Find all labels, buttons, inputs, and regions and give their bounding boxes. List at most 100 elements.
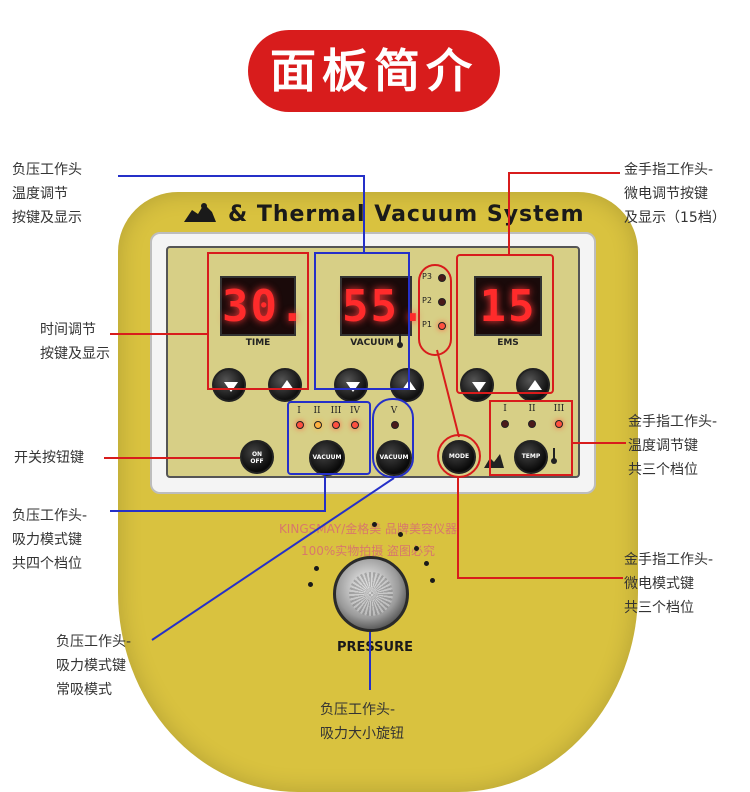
vacuum-temp-down-button[interactable] xyxy=(334,368,368,402)
temp-level-1-led xyxy=(501,420,509,428)
callout-line-gold-temp xyxy=(572,442,626,444)
pressure-dot xyxy=(424,561,429,566)
pressure-dot xyxy=(314,566,319,571)
time-up-button[interactable] xyxy=(268,368,302,402)
callout-text: 负压工作头- xyxy=(56,634,132,650)
p1-label: P1 xyxy=(422,320,432,329)
time-down-button[interactable] xyxy=(212,368,246,402)
callout-gold-temp: 金手指工作头- 温度调节键 共三个档位 xyxy=(628,410,717,482)
callout-text: 按键及显示 xyxy=(12,210,82,226)
callout-line-vacuum-temp xyxy=(363,175,365,253)
vacuum-level-4-label: IV xyxy=(349,406,361,416)
brand-logo-icon xyxy=(184,203,216,222)
callout-line-micro-mode xyxy=(457,476,459,578)
pressure-dot xyxy=(414,546,419,551)
time-highlight xyxy=(207,252,309,390)
callout-text: 共三个档位 xyxy=(628,462,698,478)
callout-vacuum-temp: 负压工作头 温度调节 按键及显示 xyxy=(12,158,82,230)
time-display: 30. xyxy=(220,276,308,336)
pressure-knob-grip xyxy=(349,572,393,616)
callout-text: 开关按钮键 xyxy=(14,450,84,466)
callout-ems: 金手指工作头- 微电调节按键 及显示（15档） xyxy=(624,158,726,230)
callout-text: 时间调节 xyxy=(40,322,96,338)
callout-pressure: 负压工作头- 吸力大小旋钮 xyxy=(320,698,404,746)
thermometer-icon xyxy=(397,334,403,348)
vacuum-mode-highlight xyxy=(287,401,371,475)
callout-text: 负压工作头- xyxy=(320,702,396,718)
watermark-line2: 100%实物拍摄 盗图必究 xyxy=(300,544,436,558)
vacuum-level-2-label: II xyxy=(313,406,321,416)
temp-level-3-label: III xyxy=(553,404,565,414)
p1-led xyxy=(438,322,446,330)
p2-led xyxy=(438,298,446,306)
callout-line-power xyxy=(104,457,240,459)
pressure-dot xyxy=(372,522,377,527)
callout-text: 温度调节 xyxy=(12,186,68,202)
ems-display: 15 xyxy=(474,276,542,336)
vacuum-label: VACUUM xyxy=(350,338,394,348)
callout-vacuum-mode: 负压工作头- 吸力模式键 共四个档位 xyxy=(12,504,87,576)
vacuum-level-2-led xyxy=(314,421,322,429)
callout-micro-mode: 金手指工作头- 微电模式键 共三个档位 xyxy=(624,548,713,620)
ems-label: EMS xyxy=(497,338,519,348)
p-indicator-highlight xyxy=(418,264,452,356)
temp-level-2-led xyxy=(528,420,536,428)
callout-diagonals xyxy=(151,349,460,690)
callout-text: 吸力大小旋钮 xyxy=(320,726,404,742)
ems-highlight xyxy=(456,254,554,394)
power-on-label: ON xyxy=(251,451,263,458)
callout-text: 温度调节键 xyxy=(628,438,698,454)
temp-level-3-led xyxy=(555,420,563,428)
callout-line-ems xyxy=(508,172,620,174)
vacuum-level-1-label: I xyxy=(297,406,301,416)
time-value: 30. xyxy=(222,281,308,332)
power-off-label: OFF xyxy=(250,458,264,465)
vacuum-temp-highlight xyxy=(314,252,410,390)
callout-text: 吸力模式键 xyxy=(12,532,82,548)
callout-line-vacuum-mode xyxy=(324,476,326,512)
callout-line-p-to-mode xyxy=(436,349,460,438)
vacuum-constant-led xyxy=(391,421,399,429)
callout-text: 共三个档位 xyxy=(624,600,694,616)
callout-text: 按键及显示 xyxy=(40,346,110,362)
vacuum-display: 55. xyxy=(340,276,425,336)
ems-value: 15 xyxy=(479,281,537,332)
vacuum-level-1-led xyxy=(296,421,304,429)
callout-line-vacuum-temp xyxy=(118,175,364,177)
temp-button[interactable]: TEMP xyxy=(514,440,548,474)
callout-text: 金手指工作头- xyxy=(624,162,714,178)
brand-name: & Thermal Vacuum System xyxy=(228,202,585,227)
page-title: 面板简介 xyxy=(248,30,500,112)
callout-text: 金手指工作头- xyxy=(628,414,718,430)
temp-thermometer-icon xyxy=(551,448,557,464)
vacuum-level-3-label: III xyxy=(330,406,342,416)
callout-text: 微电模式键 xyxy=(624,576,694,592)
pressure-dot xyxy=(430,578,435,583)
callout-text: 共四个档位 xyxy=(12,556,82,572)
vacuum-constant-highlight xyxy=(372,398,414,478)
callout-text: 负压工作头 xyxy=(12,162,82,178)
callout-line-micro-mode xyxy=(457,577,623,579)
temp-level-1-label: I xyxy=(503,404,507,414)
vacuum-mode-button[interactable]: VACUUM xyxy=(309,440,345,476)
pressure-dot xyxy=(398,532,403,537)
callout-line-vacuum-mode xyxy=(110,510,326,512)
callout-text: 吸力模式键 xyxy=(56,658,126,674)
temp-level-2-label: II xyxy=(528,404,536,414)
ems-down-button[interactable] xyxy=(460,368,494,402)
callout-line-vacuum-constant xyxy=(151,477,395,641)
p2-label: P2 xyxy=(422,296,432,305)
callout-line-time xyxy=(110,333,208,335)
callout-text: 及显示（15档） xyxy=(624,210,726,226)
callout-text: 金手指工作头- xyxy=(624,552,714,568)
vacuum-level-4-led xyxy=(351,421,359,429)
power-button[interactable]: ON OFF xyxy=(240,440,274,474)
vacuum-level-3-led xyxy=(332,421,340,429)
temp-highlight xyxy=(489,400,573,476)
callout-text: 负压工作头- xyxy=(12,508,88,524)
callout-line-ems xyxy=(508,172,510,254)
callout-text: 常吸模式 xyxy=(56,682,112,698)
time-label: TIME xyxy=(245,338,271,348)
callout-vacuum-constant: 负压工作头- 吸力模式键 常吸模式 xyxy=(56,630,131,702)
callout-power: 开关按钮键 xyxy=(14,446,84,470)
